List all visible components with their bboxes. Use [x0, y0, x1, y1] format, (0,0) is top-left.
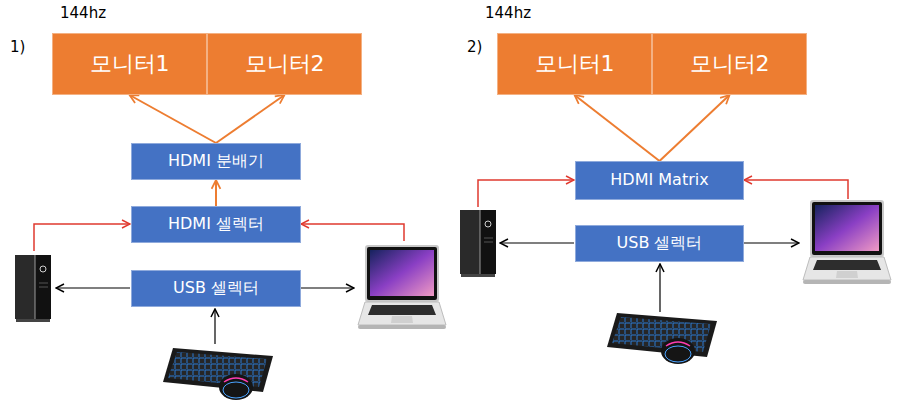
monitor-box: 모니터1 [52, 33, 207, 95]
laptop-keyboard [368, 305, 436, 315]
pc-slot [39, 287, 48, 288]
figure-number: 1) [10, 38, 25, 56]
usb-cable [744, 242, 799, 243]
usb-cable [500, 242, 574, 243]
box-label: 모니터1 [535, 51, 615, 76]
laptop-trackpad [836, 271, 858, 278]
laptop-deck [803, 257, 891, 280]
box-label: 모니터2 [690, 51, 770, 76]
pc-logo [485, 221, 491, 227]
pc-foot [16, 319, 50, 322]
pc-trim [35, 255, 36, 319]
laptop-deck [358, 302, 446, 325]
hdmi-cable [744, 180, 848, 199]
laptop-bezel [812, 202, 882, 255]
hdmi-cable [478, 180, 574, 207]
usb-cable [659, 264, 660, 312]
signal-arrow [660, 95, 730, 161]
desktop-pc [15, 255, 51, 322]
mouse-glow [665, 346, 691, 362]
pc-slot [484, 238, 493, 239]
laptop-lid [365, 245, 439, 302]
pc-side [15, 255, 35, 319]
laptop [358, 245, 446, 329]
box-label: USB 셀렉터 [617, 234, 703, 252]
monitor-box: 모니터1 [497, 33, 652, 95]
mouse [219, 374, 253, 400]
box-label: 모니터2 [245, 51, 325, 76]
pc-front [35, 255, 51, 319]
hdmi-cable [34, 224, 130, 251]
laptop-screen [815, 205, 879, 251]
keyboard-keys [612, 317, 711, 352]
selector-box: USB 셀렉터 [575, 225, 744, 262]
signal-arrow [215, 180, 217, 206]
laptop [803, 200, 891, 284]
keyboard-body [163, 348, 273, 392]
laptop-edge [803, 280, 891, 284]
refresh-rate-label: 144hz [60, 4, 106, 22]
signal-arrow [216, 95, 285, 143]
mouse-glow [224, 378, 248, 382]
selector-box: HDMI 셀렉터 [131, 206, 301, 243]
signal-arrow [575, 95, 660, 161]
pc-logo [40, 266, 46, 272]
mouse-glow [223, 382, 249, 398]
laptop-trackpad [391, 316, 413, 323]
laptop-edge [358, 325, 446, 329]
pc-side [460, 210, 480, 274]
matrix-box: HDMI Matrix [575, 161, 744, 200]
desktop-pc [460, 210, 496, 277]
monitor-box: 모니터2 [207, 33, 362, 95]
pc-slot [484, 242, 493, 243]
usb-cable [301, 287, 354, 288]
mouse-body [219, 374, 253, 400]
monitor-box: 모니터2 [652, 33, 807, 95]
box-label: USB 셀렉터 [173, 279, 259, 297]
pc-slot [39, 283, 48, 284]
hdmi-cable [301, 224, 404, 241]
refresh-rate-label: 144hz [485, 4, 531, 22]
box-label: 모니터1 [90, 51, 170, 76]
mouse-body [661, 338, 695, 364]
pc-front [480, 210, 496, 274]
splitter-box: HDMI 분배기 [131, 143, 301, 180]
box-label: HDMI 셀렉터 [168, 215, 264, 233]
keyboard-keys [168, 352, 267, 387]
mouse-glow [666, 342, 690, 346]
mouse [661, 338, 695, 364]
laptop-bezel [367, 247, 437, 300]
box-label: HDMI 분배기 [168, 152, 264, 170]
keyboard [163, 348, 273, 392]
signal-arrow [130, 95, 217, 143]
pc-trim [480, 210, 481, 274]
laptop-screen [370, 250, 434, 296]
pc-foot [461, 274, 495, 277]
laptop-lid [810, 200, 884, 257]
usb-cable [214, 309, 215, 344]
figure-number: 2) [467, 38, 482, 56]
laptop-keyboard [813, 260, 881, 270]
selector-box: USB 셀렉터 [131, 270, 301, 307]
usb-cable [56, 287, 130, 288]
box-label: HDMI Matrix [610, 171, 708, 189]
